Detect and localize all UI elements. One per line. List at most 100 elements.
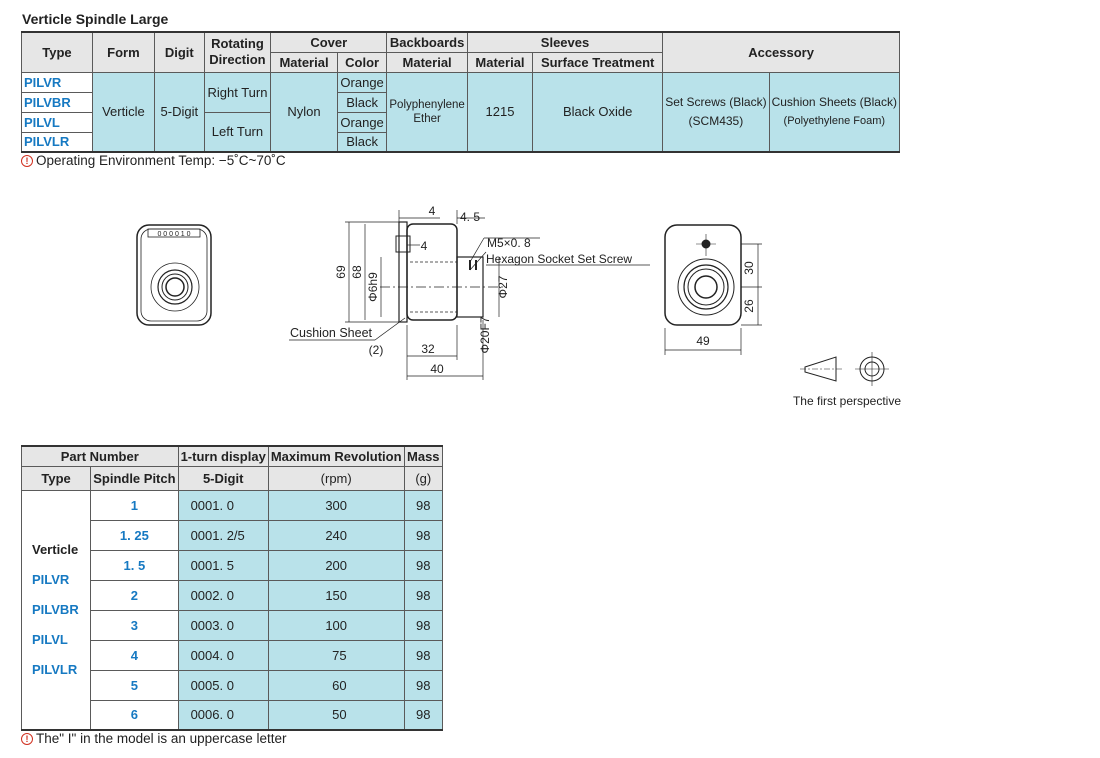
accessory-2-cell: Cushion Sheets (Black) (Polyethylene Foa… [768, 71, 901, 153]
header-rotating-direction: Rotating Direction [203, 31, 272, 73]
header-cover: Cover [270, 31, 388, 53]
caution-icon: ! [21, 732, 33, 745]
front-view [136, 224, 212, 326]
form-cell: Verticle [91, 71, 155, 153]
type-group-form: Verticle [32, 541, 79, 557]
dim-phi6: Φ6h9 [366, 272, 380, 302]
pitch-cell: 3 [90, 609, 179, 641]
header-form: Form [91, 31, 155, 73]
rpm-cell: 150 [267, 579, 405, 611]
first-perspective-label: The first perspective [793, 394, 901, 408]
technical-drawing: 0 0 0 0 1 0 4 4. 5 4 M [136, 204, 901, 408]
m5-thread-label: M5×0. 8 [487, 236, 531, 250]
surface-treatment-cell: Black Oxide [532, 71, 664, 153]
rpm-cell: 75 [267, 639, 405, 671]
rpm-cell: 100 [267, 609, 405, 641]
header-mass: Mass [403, 445, 444, 467]
display-cell: 0004. 0 [177, 639, 269, 671]
accessory-2-name: Cushion Sheets (Black) [771, 94, 897, 109]
display-cell: 0003. 0 [177, 609, 269, 641]
header-mass-sub: (g) [403, 465, 444, 491]
counter-face-text: 0 0 0 0 1 0 [157, 231, 190, 238]
caution-icon: ! [21, 154, 33, 167]
dim-phi20: Φ20F7 [478, 316, 492, 353]
dim-26: 26 [742, 299, 756, 313]
rotation-cell: Left Turn [203, 111, 272, 153]
operating-temp-text: Operating Environment Temp: −5˚C~70˚C [36, 153, 286, 168]
operating-temp-note: ! Operating Environment Temp: −5˚C~70˚C [21, 153, 286, 168]
type-group-item: PILVR [32, 571, 70, 587]
type-group-cell: Verticle PILVR PILVBR PILVL PILVLR [20, 489, 92, 731]
color-cell: Black [336, 131, 388, 153]
type-cell: PILVLR [21, 131, 93, 153]
accessory-1-sub: (SCM435) [688, 113, 744, 128]
mass-cell: 98 [403, 669, 444, 701]
header-display-sub: 5-Digit [177, 465, 269, 491]
pitch-cell: 2 [90, 579, 179, 611]
display-cell: 0006. 0 [177, 699, 269, 731]
color-cell: Black [336, 91, 388, 113]
uppercase-note: ! The" I" in the model is an uppercase l… [21, 731, 286, 746]
dim-32: 32 [421, 342, 435, 356]
pitch-cell: 1. 25 [90, 519, 179, 551]
spec-table: Type Form Digit Rotating Direction Cover… [21, 31, 901, 153]
mass-cell: 98 [403, 579, 444, 611]
rpm-cell: 60 [267, 669, 405, 701]
page-title: Verticle Spindle Large [22, 11, 169, 27]
header-surface-treatment: Surface Treatment [532, 51, 664, 73]
dim-4b: 4 [421, 239, 428, 253]
set-screw-label: Hexagon Socket Set Screw [486, 252, 632, 266]
display-cell: 0005. 0 [177, 669, 269, 701]
header-sleeves-material: Material [466, 51, 534, 73]
display-cell: 0002. 0 [177, 579, 269, 611]
dim-4a: 4 [429, 204, 436, 218]
pitch-cell: 6 [90, 699, 179, 731]
rpm-cell: 50 [267, 699, 405, 731]
header-spindle-pitch: Spindle Pitch [90, 465, 179, 491]
header-backboards: Backboards [386, 31, 468, 53]
header-type: Type [20, 465, 92, 491]
type-group-item: PILVBR [32, 601, 79, 617]
header-display: 1-turn display [177, 445, 269, 467]
accessory-2-sub: (Polyethylene Foam) [783, 114, 886, 127]
pitch-cell: 1 [90, 489, 179, 521]
digit-cell: 5-Digit [153, 71, 205, 153]
pitch-cell: 1. 5 [90, 549, 179, 581]
cover-material-cell: Nylon [270, 71, 338, 153]
mass-cell: 98 [403, 639, 444, 671]
first-perspective-icon [800, 352, 889, 386]
backboards-cell: Polyphenylene Ether [386, 71, 468, 153]
header-max-rev: Maximum Revolution [267, 445, 405, 467]
mass-cell: 98 [403, 489, 444, 521]
cushion-sheet-label: Cushion Sheet [290, 326, 373, 340]
dim-4-5: 4. 5 [460, 210, 480, 224]
rpm-cell: 300 [267, 489, 405, 521]
header-digit: Digit [153, 31, 205, 73]
rear-view [664, 224, 762, 355]
dim-30: 30 [742, 261, 756, 275]
pitch-cell: 5 [90, 669, 179, 701]
accessory-1-cell: Set Screws (Black) (SCM435) [662, 71, 770, 153]
header-max-rev-sub: (rpm) [267, 465, 405, 491]
dim-phi27: Φ27 [496, 275, 510, 298]
accessory-1-name: Set Screws (Black) [665, 94, 767, 109]
uppercase-note-text: The" I" in the model is an uppercase let… [36, 731, 287, 746]
header-backboards-material: Material [386, 51, 468, 73]
part-number-table: Part Number 1-turn display Maximum Revol… [20, 445, 444, 731]
display-cell: 0001. 2/5 [177, 519, 269, 551]
side-view [289, 210, 650, 380]
header-part-number: Part Number [21, 445, 179, 467]
header-cover-color: Color [336, 51, 388, 73]
header-type: Type [21, 31, 93, 73]
type-group-item: PILVL [32, 631, 68, 647]
mass-cell: 98 [403, 519, 444, 551]
header-accessory: Accessory [662, 31, 900, 73]
cushion-sheet-dim: (2) [369, 343, 384, 357]
mass-cell: 98 [403, 609, 444, 641]
dim-40: 40 [430, 362, 444, 376]
type-group-item: PILVLR [32, 661, 78, 677]
mass-cell: 98 [403, 549, 444, 581]
mass-cell: 98 [403, 699, 444, 731]
dim-68: 68 [350, 265, 364, 279]
display-cell: 0001. 5 [177, 549, 269, 581]
